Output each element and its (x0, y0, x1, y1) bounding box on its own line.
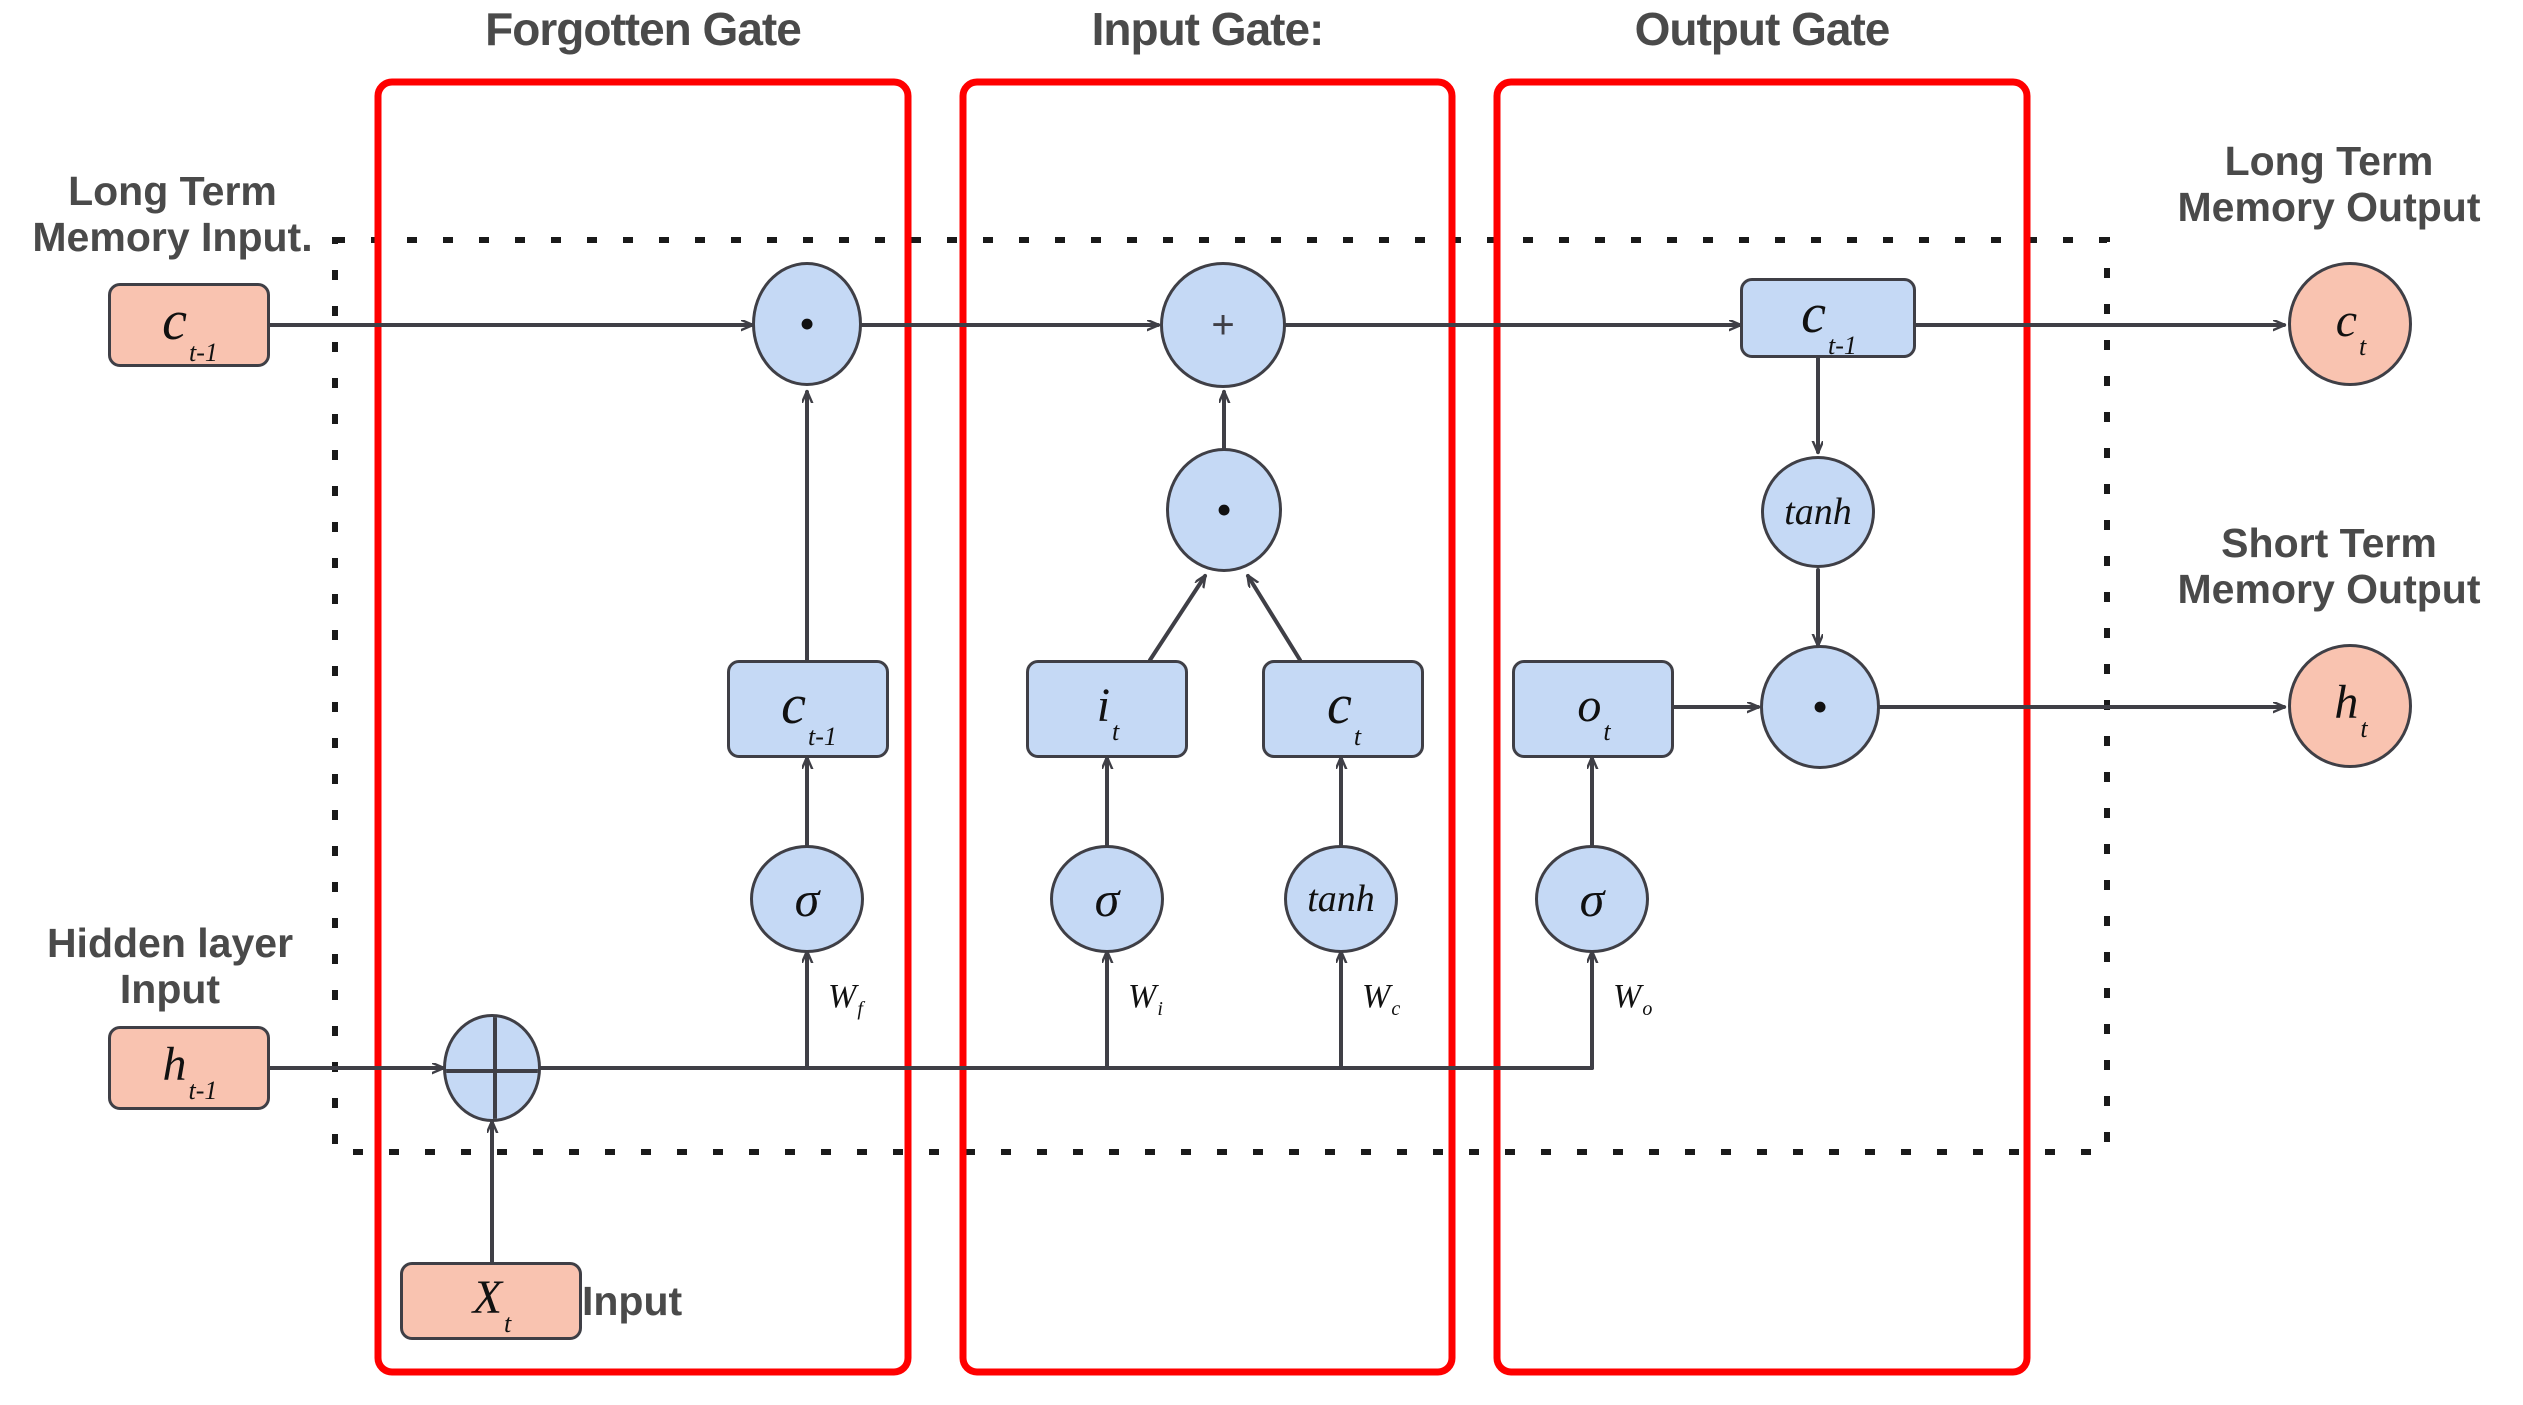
node-sigma-f[interactable]: σ (750, 845, 864, 953)
node-concat[interactable] (443, 1014, 541, 1122)
weight-label-wc: Wc (1362, 978, 1401, 1020)
node-sigma-o[interactable]: σ (1535, 845, 1649, 953)
node-tanh-c[interactable]: tanh (1284, 845, 1398, 953)
node-sigma-f-label: σ (794, 871, 820, 927)
edge-boxct-to-mulinput (1246, 576, 1302, 662)
node-box-ct1-output-label: ct-1 (1801, 283, 1857, 360)
gate-title-forgotten: Forgotten Gate (485, 3, 802, 55)
node-box-it[interactable]: it (1026, 660, 1188, 758)
node-sigma-i-label: σ (1094, 871, 1120, 927)
weight-label-wo: Wo (1613, 978, 1653, 1020)
gate-box-output (1493, 78, 2031, 1376)
label-hidden-layer-input: Hidden layer Input (46, 920, 294, 1012)
node-tanh-out-label: tanh (1784, 491, 1852, 533)
node-mul-output[interactable]: • (1760, 645, 1880, 769)
node-box-ct-label: ct (1326, 674, 1362, 751)
node-box-it-label: it (1096, 678, 1120, 747)
node-tanh-c-label: tanh (1307, 878, 1375, 920)
node-h-out-label: ht (2334, 675, 2368, 744)
node-mul-output-label: • (1811, 681, 1829, 733)
node-c-out-label: ct (2335, 293, 2367, 362)
label-long-term-memory-output: Long Term Memory Output (2177, 138, 2481, 230)
node-c-prev-input-label: ct-1 (162, 290, 218, 367)
node-mul-input-label: • (1215, 484, 1233, 536)
label-input-x: Input (582, 1278, 683, 1324)
node-box-ct1-output[interactable]: ct-1 (1740, 278, 1916, 358)
node-box-ct1-forget[interactable]: ct-1 (727, 660, 889, 758)
node-x-input[interactable]: Xt (400, 1262, 582, 1340)
edge-boxit-to-mulinput (1148, 576, 1207, 662)
node-mul-input[interactable]: • (1166, 448, 1282, 572)
node-h-prev-input[interactable]: ht-1 (108, 1026, 270, 1110)
gate-box-forgotten (374, 78, 912, 1376)
node-tanh-out[interactable]: tanh (1761, 456, 1875, 568)
gate-title-output: Output Gate (1634, 3, 1891, 55)
cell-boundary-dashed (332, 237, 2110, 1155)
node-add-cell-label: + (1211, 303, 1235, 347)
node-c-prev-input[interactable]: ct-1 (108, 283, 270, 367)
node-mul-forget-label: • (798, 298, 816, 350)
weight-label-wi: Wi (1128, 978, 1163, 1020)
node-c-out[interactable]: ct (2288, 262, 2412, 386)
node-h-prev-input-label: ht-1 (162, 1037, 218, 1106)
weight-label-wf: Wf (828, 978, 863, 1020)
node-h-out[interactable]: ht (2288, 644, 2412, 768)
node-box-ot[interactable]: ot (1512, 660, 1674, 758)
gate-title-input: Input Gate: (1091, 3, 1325, 55)
node-box-ot-label: ot (1577, 678, 1611, 747)
concat-cross-icon (446, 1017, 538, 1119)
node-box-ct[interactable]: ct (1262, 660, 1424, 758)
node-sigma-o-label: σ (1579, 871, 1605, 927)
label-long-term-memory-input: Long Term Memory Input. (32, 168, 313, 260)
gate-box-input (959, 78, 1456, 1376)
node-box-ct1-forget-label: ct-1 (781, 674, 837, 751)
node-x-input-label: Xt (472, 1270, 512, 1339)
node-mul-forget[interactable]: • (752, 262, 862, 386)
node-add-cell[interactable]: + (1160, 262, 1286, 388)
node-sigma-i[interactable]: σ (1050, 845, 1164, 953)
label-short-term-memory-output: Short Term Memory Output (2177, 520, 2481, 612)
